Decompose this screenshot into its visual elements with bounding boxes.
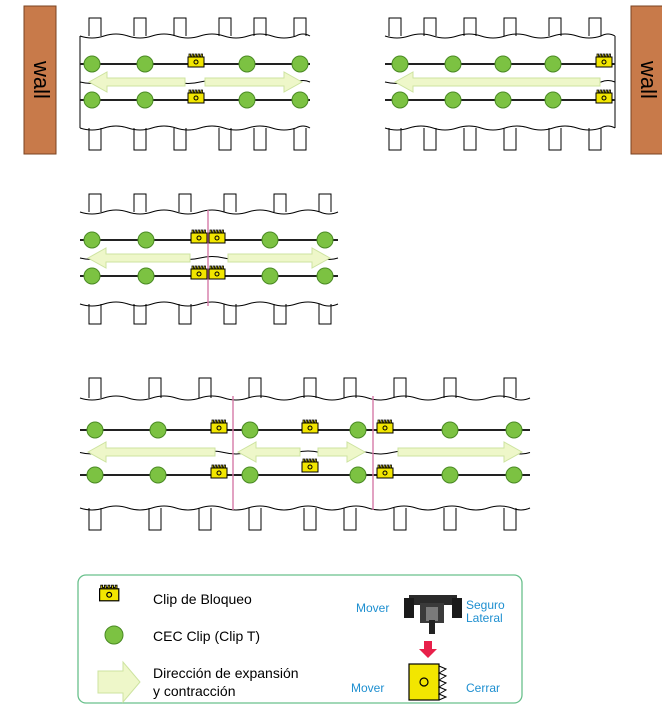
legend-direction-line2: y contracción (153, 683, 235, 699)
cec-clip (241, 421, 259, 439)
direction-arrow (86, 441, 216, 463)
cec-clip (349, 466, 367, 484)
cec-clip (544, 91, 562, 109)
cec-clip (238, 91, 256, 109)
lock-clip-icon (301, 419, 319, 434)
lock-clip-icon (208, 265, 226, 280)
direction-arrow (204, 71, 304, 93)
direction-arrow (236, 441, 301, 463)
cec-clip (241, 466, 259, 484)
side-lock-photo-icon (404, 595, 462, 634)
cec-clip (544, 55, 562, 73)
cec-clip (261, 267, 279, 285)
legend-side-lock-line2: Lateral (466, 611, 503, 625)
direction-arrow (86, 247, 191, 269)
panel-edge-bottom (79, 301, 339, 307)
diagram-three-panels (79, 377, 531, 531)
diagram-two-panels (79, 193, 339, 325)
lock-clip-icon (190, 265, 208, 280)
legend-large-lock-clip-icon (408, 663, 448, 701)
panel-edge-bottom (79, 505, 531, 511)
cec-clip (316, 267, 334, 285)
lock-clip-icon (187, 53, 205, 68)
cec-clip (391, 55, 409, 73)
cec-clip (149, 466, 167, 484)
legend-lock-clip-label: Clip de Bloqueo (153, 591, 252, 607)
lock-clip-icon (210, 419, 228, 434)
cec-clip (238, 55, 256, 73)
cec-clip (441, 466, 459, 484)
direction-arrow (317, 441, 367, 463)
panel-edge-top (79, 395, 531, 401)
right-wall-label: wall (636, 60, 661, 99)
cec-clip (136, 55, 154, 73)
cec-clip (494, 91, 512, 109)
cec-clip (83, 55, 101, 73)
lock-clip-icon (595, 53, 613, 68)
cec-clip (291, 91, 309, 109)
panel-edge-top (79, 33, 311, 39)
lock-clip-icon (301, 458, 319, 473)
lock-clip-icon (190, 229, 208, 244)
panel-edge-bottom (79, 125, 311, 131)
panel-edge-top (384, 33, 616, 39)
lock-clip-icon (376, 464, 394, 479)
cec-clip (261, 231, 279, 249)
cec-clip (137, 267, 155, 285)
cec-clip (441, 421, 459, 439)
diagram-left-wall (79, 17, 311, 151)
legend-side-lock-line1: Seguro (466, 598, 505, 612)
legend-close-label: Cerrar (466, 681, 500, 695)
legend-direction-line1: Dirección de expansión (153, 665, 299, 681)
cec-clip (349, 421, 367, 439)
cec-clip (444, 91, 462, 109)
cec-clip (505, 421, 523, 439)
cec-clip (494, 55, 512, 73)
cec-clip (86, 466, 104, 484)
cec-clip (83, 231, 101, 249)
legend-cec-clip-icon (104, 625, 124, 645)
right-wall: wall (630, 5, 662, 155)
cec-clip (391, 91, 409, 109)
lock-clip-icon (376, 419, 394, 434)
cec-clip (444, 55, 462, 73)
cec-clip (137, 231, 155, 249)
legend-direction-arrow-icon (97, 660, 141, 704)
left-wall-label: wall (29, 60, 54, 99)
cec-clip (83, 267, 101, 285)
legend-lock-clip-icon (98, 584, 120, 602)
cec-clip (86, 421, 104, 439)
panel-edge-top (79, 209, 339, 215)
cec-clip (505, 466, 523, 484)
legend-move-bottom-label: Mover (351, 681, 384, 695)
direction-arrow (87, 71, 186, 93)
cec-clip (291, 55, 309, 73)
cec-clip (83, 91, 101, 109)
panel-edge-bottom (384, 125, 616, 131)
legend-cec-clip-label: CEC Clip (Clip T) (153, 628, 260, 644)
cec-clip (149, 421, 167, 439)
lock-clip-icon (210, 464, 228, 479)
direction-arrow (393, 71, 601, 93)
direction-arrow (227, 247, 332, 269)
legend-down-arrow-icon (419, 641, 437, 658)
diagram-right-wall (384, 17, 616, 151)
cec-clip (136, 91, 154, 109)
lock-clip-icon (208, 229, 226, 244)
cec-clip (316, 231, 334, 249)
left-wall: wall (23, 5, 57, 155)
legend-box: Clip de Bloqueo CEC Clip (Clip T) Direcc… (77, 574, 523, 704)
lock-clip-icon (187, 89, 205, 104)
legend-move-top-label: Mover (356, 601, 389, 615)
direction-arrow (397, 441, 524, 463)
lock-clip-icon (595, 89, 613, 104)
